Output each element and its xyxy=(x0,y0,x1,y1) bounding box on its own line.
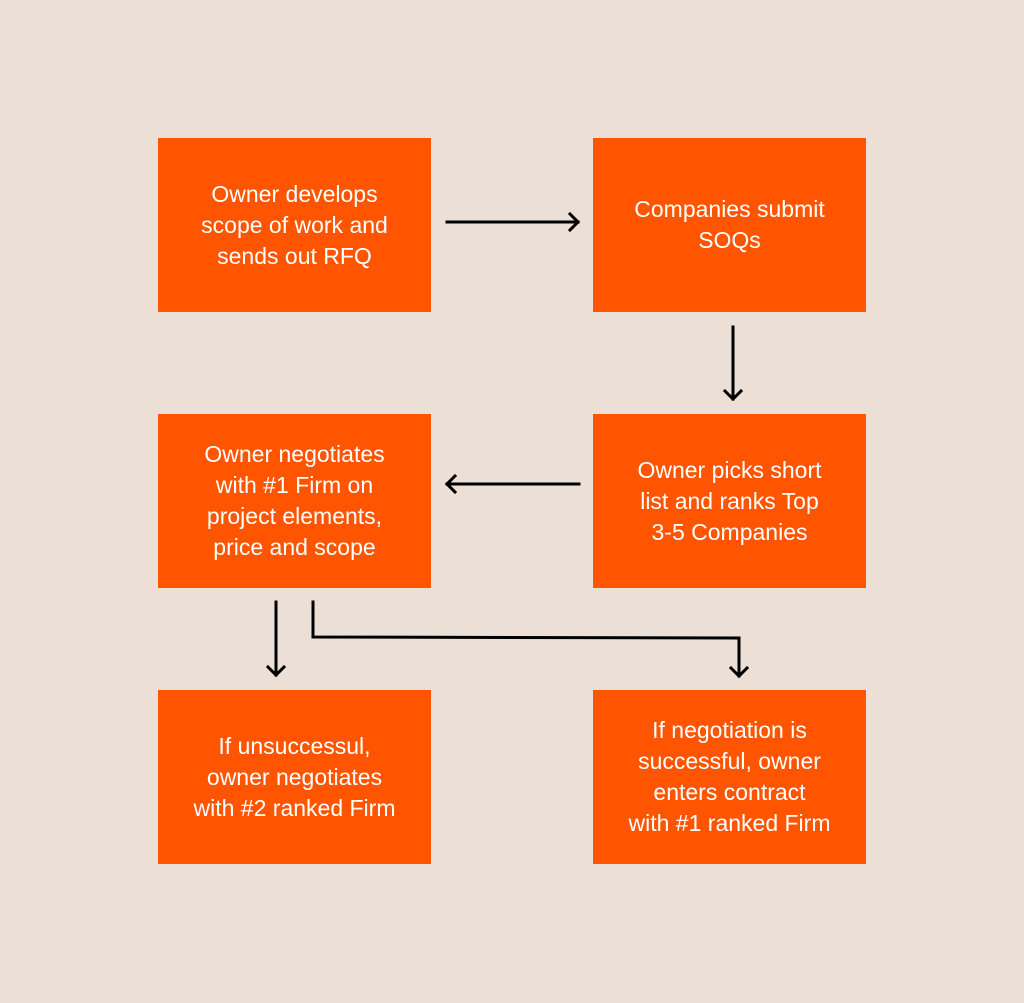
step-submit-soqs: Companies submit SOQs xyxy=(593,138,866,312)
step-text: If negotiation is successful, owner ente… xyxy=(628,717,831,836)
step-shortlist: Owner picks short list and ranks Top 3-5… xyxy=(593,414,866,588)
step-contract: If negotiation is successful, owner ente… xyxy=(593,690,866,864)
step-text: Companies submit SOQs xyxy=(634,196,825,253)
step-text: If unsuccessul, owner negotiates with #2… xyxy=(193,732,396,821)
arrow-scope-to-soqs xyxy=(445,211,581,233)
step-develop-scope: Owner develops scope of work and sends o… xyxy=(158,138,431,312)
arrow-soqs-to-shortlist xyxy=(722,325,744,402)
step-text: Owner develops scope of work and sends o… xyxy=(201,180,388,269)
step-negotiate-1: Owner negotiates with #1 Firm on project… xyxy=(158,414,431,588)
arrow-negotiate-to-second-firm xyxy=(265,600,287,678)
step-text: Owner picks short list and ranks Top 3-5… xyxy=(637,456,822,545)
arrow-shortlist-to-negotiate xyxy=(444,473,581,495)
arrow-negotiate-to-contract xyxy=(311,600,750,679)
step-negotiate-2: If unsuccessul, owner negotiates with #2… xyxy=(158,690,431,864)
step-text: Owner negotiates with #1 Firm on project… xyxy=(204,441,385,560)
